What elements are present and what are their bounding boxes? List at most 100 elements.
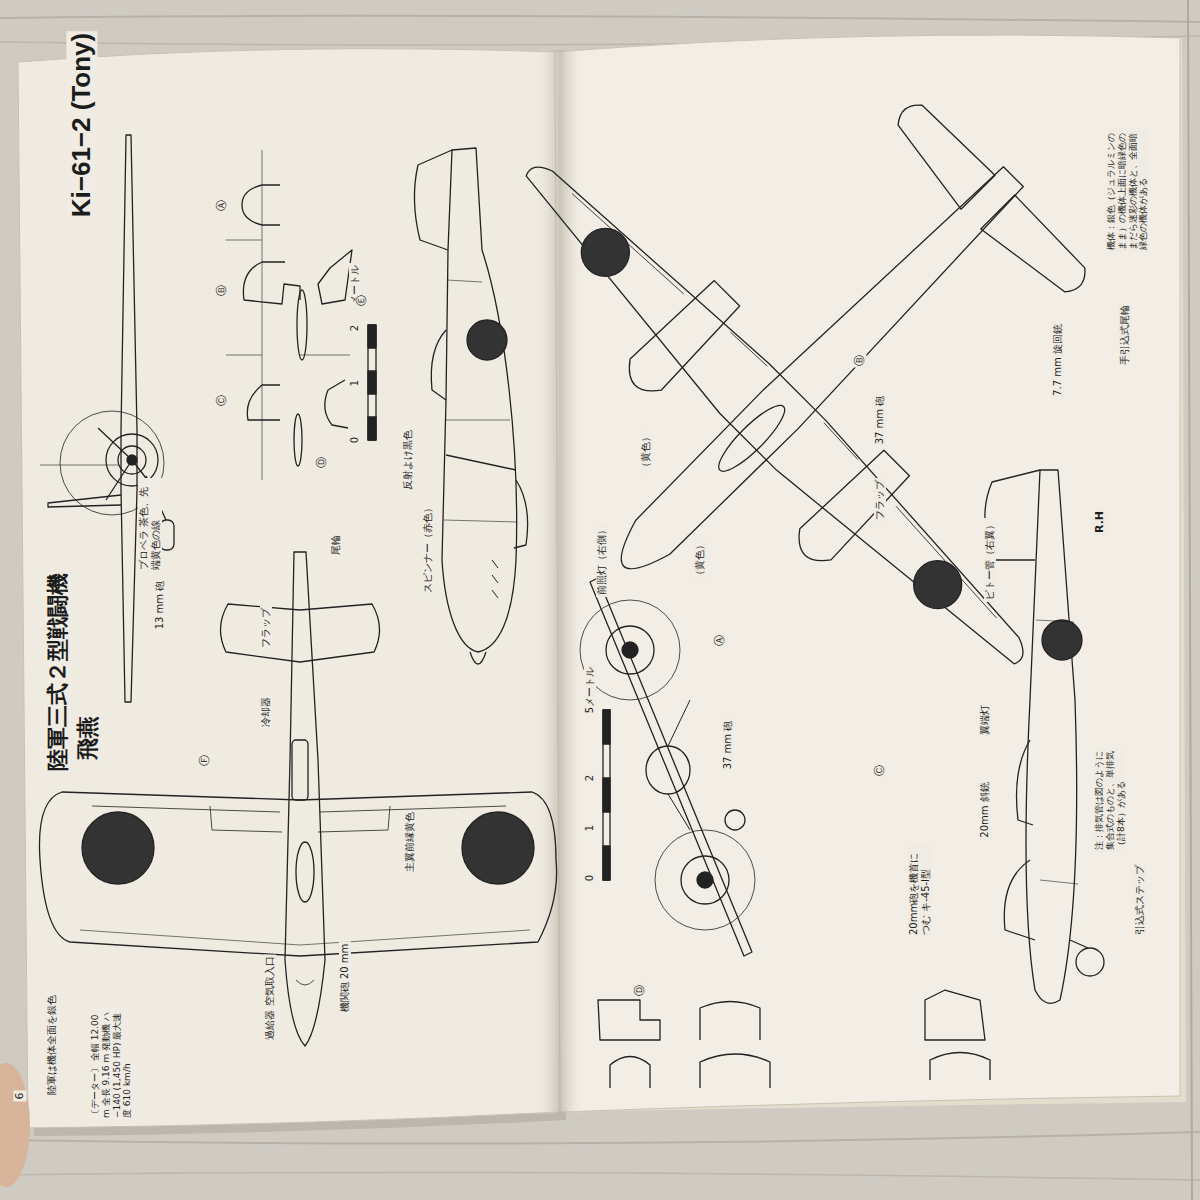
- note: 20mm砲を機首につむ キ-45-I型: [908, 843, 932, 937]
- drawing-rect: [603, 778, 610, 812]
- color-note: スピンナー（赤色）: [422, 501, 434, 595]
- drawing-path: [318, 250, 352, 304]
- data-table: 〔データー〕 全幅 12.00 m 全長 9.16 m 発動機 ハ−140 (1…: [90, 1004, 133, 1120]
- drawing-ellipse: [646, 746, 690, 794]
- section-letter: Ⓑ: [215, 283, 228, 298]
- drawing-path: [503, 147, 1043, 687]
- drawing-path: [470, 652, 486, 664]
- drawing-path: [325, 380, 348, 428]
- drawing-path: [572, 188, 1002, 618]
- book: [0, 35, 1186, 1187]
- part-label: 13 mm 砲: [154, 579, 166, 632]
- color-note: （黄色）: [640, 430, 652, 474]
- drawing-rect: [292, 740, 308, 800]
- drawing-path: [39, 792, 556, 956]
- drawing-path: [442, 148, 517, 652]
- part-label: 過給器 空気取入口: [264, 954, 276, 1041]
- drawing-rect: [368, 371, 376, 394]
- drawing-path: [789, 447, 912, 570]
- section-letter: Ⓔ: [355, 293, 368, 308]
- drawing-path: [80, 930, 530, 945]
- drawing-ellipse: [0, 1063, 30, 1187]
- part-label: 手引込式尾輪: [1119, 303, 1131, 367]
- drawing-path: [431, 330, 446, 400]
- ki45-sections: [598, 990, 990, 1088]
- drawing-path: [1004, 860, 1035, 940]
- drawing-path: [1026, 470, 1077, 1003]
- section-letter: Ⓕ: [198, 753, 211, 768]
- ki45-front-view: [580, 578, 755, 956]
- title: Ki−61−2 (Tony): [66, 31, 97, 219]
- ki61-plan-view: [39, 552, 556, 1046]
- scale-number: 2: [349, 323, 361, 333]
- drawing-circle: [681, 856, 729, 904]
- color-note: 主翼前縁黄色: [404, 810, 416, 874]
- part-label: 冷却器: [260, 695, 272, 729]
- drawing-path: [492, 560, 498, 598]
- drawing-circle: [462, 812, 534, 884]
- drawing-rect: [535, 50, 585, 1114]
- drawing-circle: [725, 810, 745, 830]
- part-label: 20mm 斜銃: [979, 780, 991, 839]
- section-letter: Ⓓ: [633, 983, 646, 998]
- drawing-rect: [368, 417, 376, 440]
- drawing-path: [48, 495, 121, 507]
- part-label: 翼端灯: [979, 703, 991, 737]
- scale-number: 0: [584, 873, 596, 883]
- heading: 陸軍三式２型戦闘機: [45, 571, 71, 773]
- drawing-path: [619, 278, 742, 401]
- part-label: ピトー管（右翼）: [984, 518, 996, 602]
- marking: R.H: [1093, 509, 1106, 535]
- part-label: フラップ: [260, 606, 272, 650]
- heading: 飛燕: [75, 714, 101, 762]
- drawing-path: [700, 1002, 760, 1041]
- part-label: 前照灯（右側）: [596, 523, 608, 597]
- drawing-path: [981, 195, 1093, 307]
- line-drawings: [39, 0, 1200, 1088]
- drawing-path: [247, 385, 280, 420]
- drawing-circle: [606, 626, 654, 674]
- drawing-path: [444, 280, 517, 522]
- drawing-path: [285, 552, 325, 1046]
- scale-bar: [368, 325, 376, 440]
- drawing-path: [930, 1053, 990, 1081]
- section-letter: Ⓓ: [315, 455, 328, 470]
- drawing-rect: [603, 846, 610, 880]
- ki45-plan-view: [379, 0, 1200, 811]
- drawing-path: [514, 480, 528, 548]
- drawing-path: [40, 465, 118, 466]
- part-label: 37 mm 砲: [722, 719, 734, 772]
- drawing-path: [446, 455, 516, 470]
- drawing-polygon: [121, 135, 137, 702]
- drawing-path: [1070, 940, 1088, 948]
- ki61-sections: [226, 150, 352, 480]
- scale-bar: [603, 710, 610, 880]
- drawing-path: [414, 150, 452, 250]
- drawing-path: [1017, 740, 1034, 825]
- drawing-circle: [82, 812, 154, 884]
- section-letter: Ⓒ: [873, 763, 886, 778]
- drawing-circle: [622, 642, 638, 658]
- scale-number: 2: [584, 773, 596, 783]
- drawing-rect: [160, 520, 174, 550]
- drawing-circle: [655, 830, 755, 930]
- drawing-ellipse: [711, 398, 792, 479]
- drawing-circle: [467, 320, 507, 360]
- drawing-path: [18, 49, 560, 1128]
- drawing-path: [700, 1054, 770, 1088]
- color-note: 陸軍は機体全面を銀色: [46, 993, 58, 1097]
- drawing-path: [598, 1000, 660, 1040]
- part-label: 尾輪: [330, 533, 342, 557]
- drawing-path: [883, 97, 995, 209]
- drawing-circle: [1076, 948, 1104, 976]
- drawing-path: [731, 331, 860, 460]
- part-label: 機関砲 20 mm: [339, 942, 351, 1015]
- scale-number: 1: [349, 378, 361, 388]
- drawing-path: [0, 1172, 1200, 1180]
- page-number: 6: [13, 1091, 26, 1102]
- drawing-rect: [603, 710, 610, 744]
- drawing-path: [1036, 620, 1078, 884]
